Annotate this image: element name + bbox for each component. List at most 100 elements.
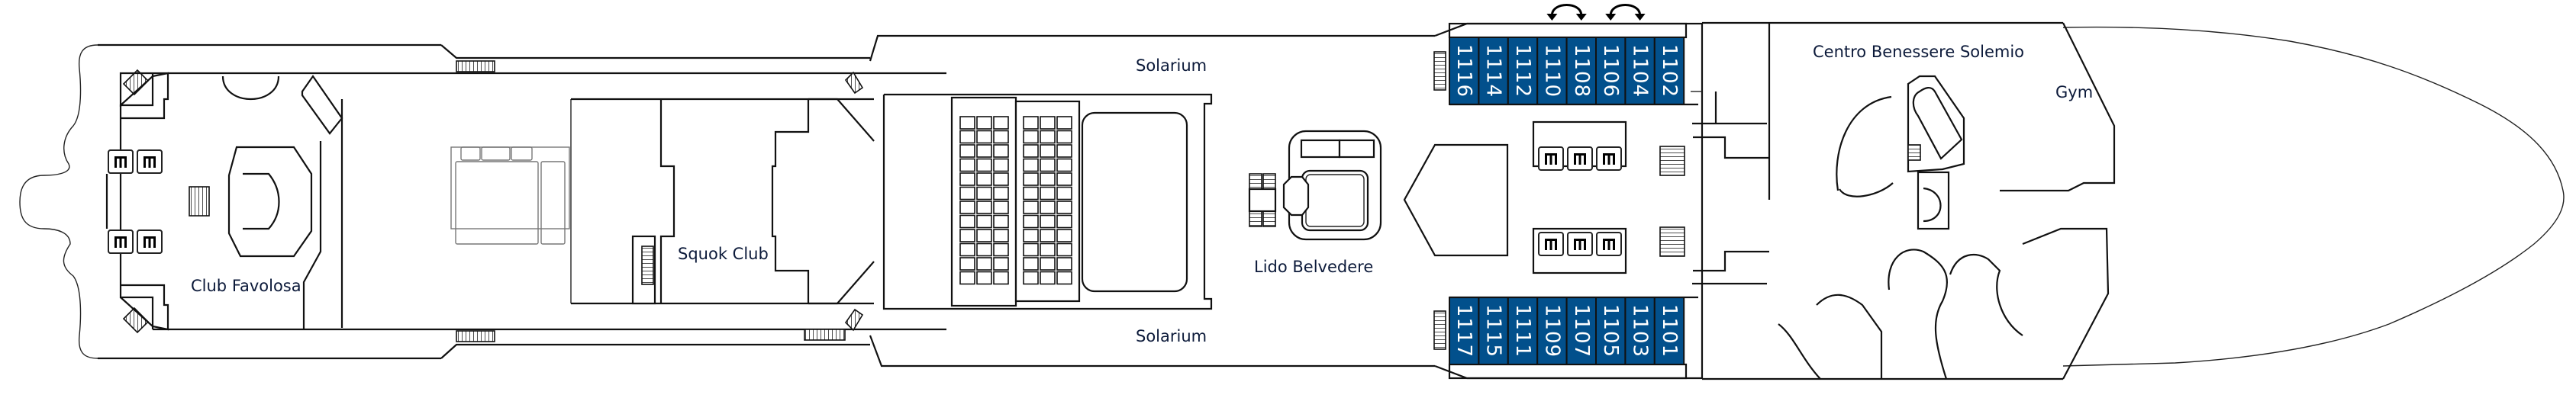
mid-aft-zone: Squok Club — [119, 72, 875, 341]
sunbed — [1056, 242, 1072, 257]
cabin-number: 1101 — [1658, 304, 1681, 358]
cabin-1105[interactable]: 1105 — [1595, 297, 1627, 365]
cabin-1115[interactable]: 1115 — [1478, 297, 1509, 365]
cabin-1117[interactable]: 1117 — [1449, 297, 1480, 365]
cabin-number: 1112 — [1511, 44, 1534, 98]
cabin-number: 1110 — [1540, 44, 1563, 98]
sunbed — [1040, 257, 1056, 271]
stairs-icon — [1433, 310, 1446, 350]
sunbed — [1040, 242, 1056, 257]
cabin-1114[interactable]: 1114 — [1478, 37, 1509, 105]
cabin-number: 1111 — [1511, 304, 1534, 358]
sunbed — [959, 242, 975, 257]
sunbed — [993, 214, 1009, 229]
cabin-number: 1116 — [1452, 44, 1475, 98]
sunbed — [976, 116, 992, 130]
sunbed — [1040, 201, 1056, 214]
area-label-solarium-top: Solarium — [1136, 56, 1207, 75]
sunbed — [993, 144, 1009, 158]
cabin-number: 1102 — [1658, 44, 1681, 98]
sunbed — [976, 186, 992, 201]
club-favolosa-zone: Club Favolosa — [105, 69, 946, 334]
sunbed — [976, 144, 992, 158]
sunbed — [976, 271, 992, 285]
elevator-icon — [1538, 146, 1564, 171]
cabin-1116[interactable]: 1116 — [1449, 37, 1480, 105]
sunbed — [1056, 271, 1072, 285]
sunbed — [976, 201, 992, 214]
stairs-icon — [1262, 210, 1276, 227]
cabin-1107[interactable]: 1107 — [1565, 297, 1598, 365]
sunbed — [993, 172, 1009, 186]
cabin-number: 1107 — [1570, 304, 1593, 358]
sunbed-grid — [959, 116, 1072, 285]
elevator-icon — [137, 149, 163, 174]
stairs-icon — [189, 186, 210, 217]
cabin-1108[interactable]: 1108 — [1565, 37, 1598, 105]
lido-belvedere-zone: Lido Belvedere — [1248, 130, 1382, 276]
area-label-solarium-bottom: Solarium — [1136, 327, 1207, 345]
stairs-icon — [804, 329, 846, 341]
connecting-cabins-icon — [1605, 4, 1646, 21]
elevator-icon — [108, 149, 134, 174]
cabin-number: 1103 — [1629, 304, 1652, 358]
sunbed — [976, 158, 992, 172]
sunbed — [1023, 186, 1039, 201]
sunbed — [1040, 229, 1056, 242]
cabin-1112[interactable]: 1112 — [1507, 37, 1539, 105]
stairs-icon — [456, 60, 495, 72]
elevator-icon — [137, 229, 163, 254]
connecting-cabins-icon — [1546, 4, 1587, 21]
sunbed — [993, 257, 1009, 271]
cabin-number: 1109 — [1540, 304, 1563, 358]
elevator-icon — [1596, 232, 1622, 256]
sunbed — [1040, 271, 1056, 285]
area-label-lido-belvedere: Lido Belvedere — [1254, 258, 1373, 276]
sunbed — [959, 172, 975, 186]
sunbed — [1056, 158, 1072, 172]
cabin-1111[interactable]: 1111 — [1507, 297, 1539, 365]
stairs-icon — [1907, 144, 1921, 161]
cabin-1101[interactable]: 1101 — [1653, 297, 1685, 365]
sunbed — [1040, 172, 1056, 186]
cabin-number: 1114 — [1482, 44, 1505, 98]
sunbed — [1040, 186, 1056, 201]
sunbed — [993, 130, 1009, 144]
elevator-icon — [1567, 232, 1593, 256]
cabin-1109[interactable]: 1109 — [1536, 297, 1568, 365]
hull-outline — [19, 21, 2565, 380]
sunbed — [976, 257, 992, 271]
sunbed — [959, 186, 975, 201]
cabin-1104[interactable]: 1104 — [1624, 37, 1656, 105]
area-label-squok-club: Squok Club — [678, 245, 769, 263]
cabin-1106[interactable]: 1106 — [1595, 37, 1627, 105]
sunbed — [1023, 257, 1039, 271]
elevator-icon — [108, 229, 134, 254]
sunbed — [993, 158, 1009, 172]
elevator-icon — [1567, 146, 1593, 171]
sunbed — [993, 116, 1009, 130]
solarium-zone: Solarium Solarium — [882, 56, 1213, 345]
cabin-1110[interactable]: 1110 — [1536, 37, 1568, 105]
cabin-number: 1108 — [1570, 44, 1593, 98]
stairs-icon — [1249, 210, 1262, 227]
sunbed — [1023, 229, 1039, 242]
sunbed — [1023, 242, 1039, 257]
sunbed — [1023, 144, 1039, 158]
sunbed — [1056, 186, 1072, 201]
cabin-1102[interactable]: 1102 — [1653, 37, 1685, 105]
cabin-1103[interactable]: 1103 — [1624, 297, 1656, 365]
sunbed — [1023, 130, 1039, 144]
sunbed — [1023, 214, 1039, 229]
sunbed — [959, 158, 975, 172]
spa-zone: Centro Benessere Solemio Gym — [1659, 22, 2116, 380]
sunbed — [1040, 214, 1056, 229]
area-label-club-favolosa: Club Favolosa — [191, 277, 301, 295]
sunbed — [993, 242, 1009, 257]
sunbed — [1040, 144, 1056, 158]
sunbed — [993, 186, 1009, 201]
cabin-number: 1106 — [1599, 44, 1622, 98]
